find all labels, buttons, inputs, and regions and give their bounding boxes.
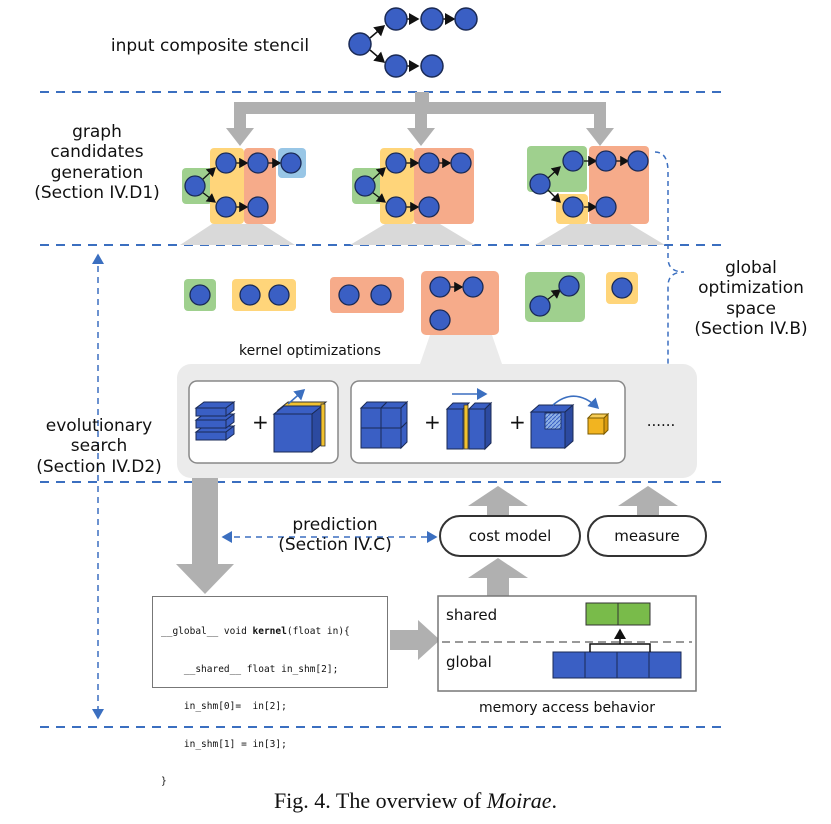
graph-label-line3: generation bbox=[50, 162, 144, 183]
split-cube-icon bbox=[445, 388, 493, 451]
global-space-label: global optimization space (Section IV.B) bbox=[676, 258, 826, 340]
kernel-optimizations-panel: + + bbox=[177, 335, 697, 478]
graph-label-line1: graph bbox=[72, 122, 122, 142]
code-line-2: __shared__ float in_shm[2]; bbox=[161, 663, 339, 675]
evolutionary-search-label: evolutionary search (Section IV.D2) bbox=[14, 416, 184, 477]
graph-candidates-label: graph candidates generation (Section IV.… bbox=[12, 122, 182, 204]
code-line-4: in_shm[1] = in[3]; bbox=[161, 738, 287, 750]
distribution-arrows bbox=[226, 92, 614, 146]
global-label-line4: (Section IV.B) bbox=[694, 319, 808, 340]
memory-access-box bbox=[437, 595, 697, 692]
code-line-5: } bbox=[161, 776, 167, 787]
graph-label-line4: (Section IV.D1) bbox=[34, 183, 160, 204]
flow-arrows bbox=[176, 478, 678, 660]
memory-behavior-label: memory access behavior bbox=[478, 700, 656, 716]
plus-sign-1: + bbox=[252, 410, 269, 434]
cube-grid-icon bbox=[359, 400, 409, 450]
caption-prefix: Fig. 4. The overview of bbox=[273, 788, 487, 813]
figure-caption: Fig. 4. The overview of Moirae. bbox=[0, 788, 831, 814]
kernel-code-box: __global__ void kernel(float in){ __shar… bbox=[152, 596, 388, 787]
ellipsis: ...... bbox=[646, 412, 676, 430]
prediction-line1: prediction bbox=[292, 515, 378, 535]
graph-label-line2: candidates bbox=[50, 142, 144, 163]
cube-with-layer-icon bbox=[272, 389, 328, 454]
plus-sign-3: + bbox=[509, 410, 526, 434]
caption-suffix: . bbox=[551, 788, 558, 813]
plus-sign-2: + bbox=[424, 410, 441, 434]
caption-name: Moirae bbox=[486, 788, 552, 813]
prediction-line2: (Section IV.C) bbox=[278, 535, 392, 556]
cache-tile-cube-icon bbox=[529, 395, 610, 450]
candidate-graph-3 bbox=[527, 146, 665, 245]
candidate-graph-2 bbox=[350, 148, 475, 245]
input-stencil-graph bbox=[348, 7, 478, 78]
code-line-1: __global__ void kernel(float in){ bbox=[161, 626, 350, 637]
slab-stack-icon bbox=[194, 401, 236, 441]
global-label-line2: optimization bbox=[698, 278, 804, 299]
global-memory-label: global bbox=[446, 653, 492, 671]
prediction-label: prediction (Section IV.C) bbox=[250, 515, 420, 556]
global-label-line3: space bbox=[726, 298, 776, 319]
cost-model-box: cost model bbox=[439, 515, 581, 557]
evo-label-line2: search bbox=[70, 436, 128, 457]
shared-memory-label: shared bbox=[446, 606, 498, 624]
kernel-groups bbox=[184, 271, 638, 335]
code-line-3: in_shm[0]= in[2]; bbox=[161, 701, 287, 712]
global-space-bracket bbox=[654, 151, 691, 400]
evo-label-line3: (Section IV.D2) bbox=[36, 456, 162, 477]
global-label-line1: global bbox=[725, 258, 777, 278]
candidate-graph-1 bbox=[180, 148, 306, 245]
kernel-optimizations-label: kernel optimizations bbox=[239, 343, 381, 359]
input-stencil-label: input composite stencil bbox=[110, 36, 310, 56]
measure-box: measure bbox=[587, 515, 707, 557]
evo-label-line1: evolutionary bbox=[45, 416, 153, 436]
